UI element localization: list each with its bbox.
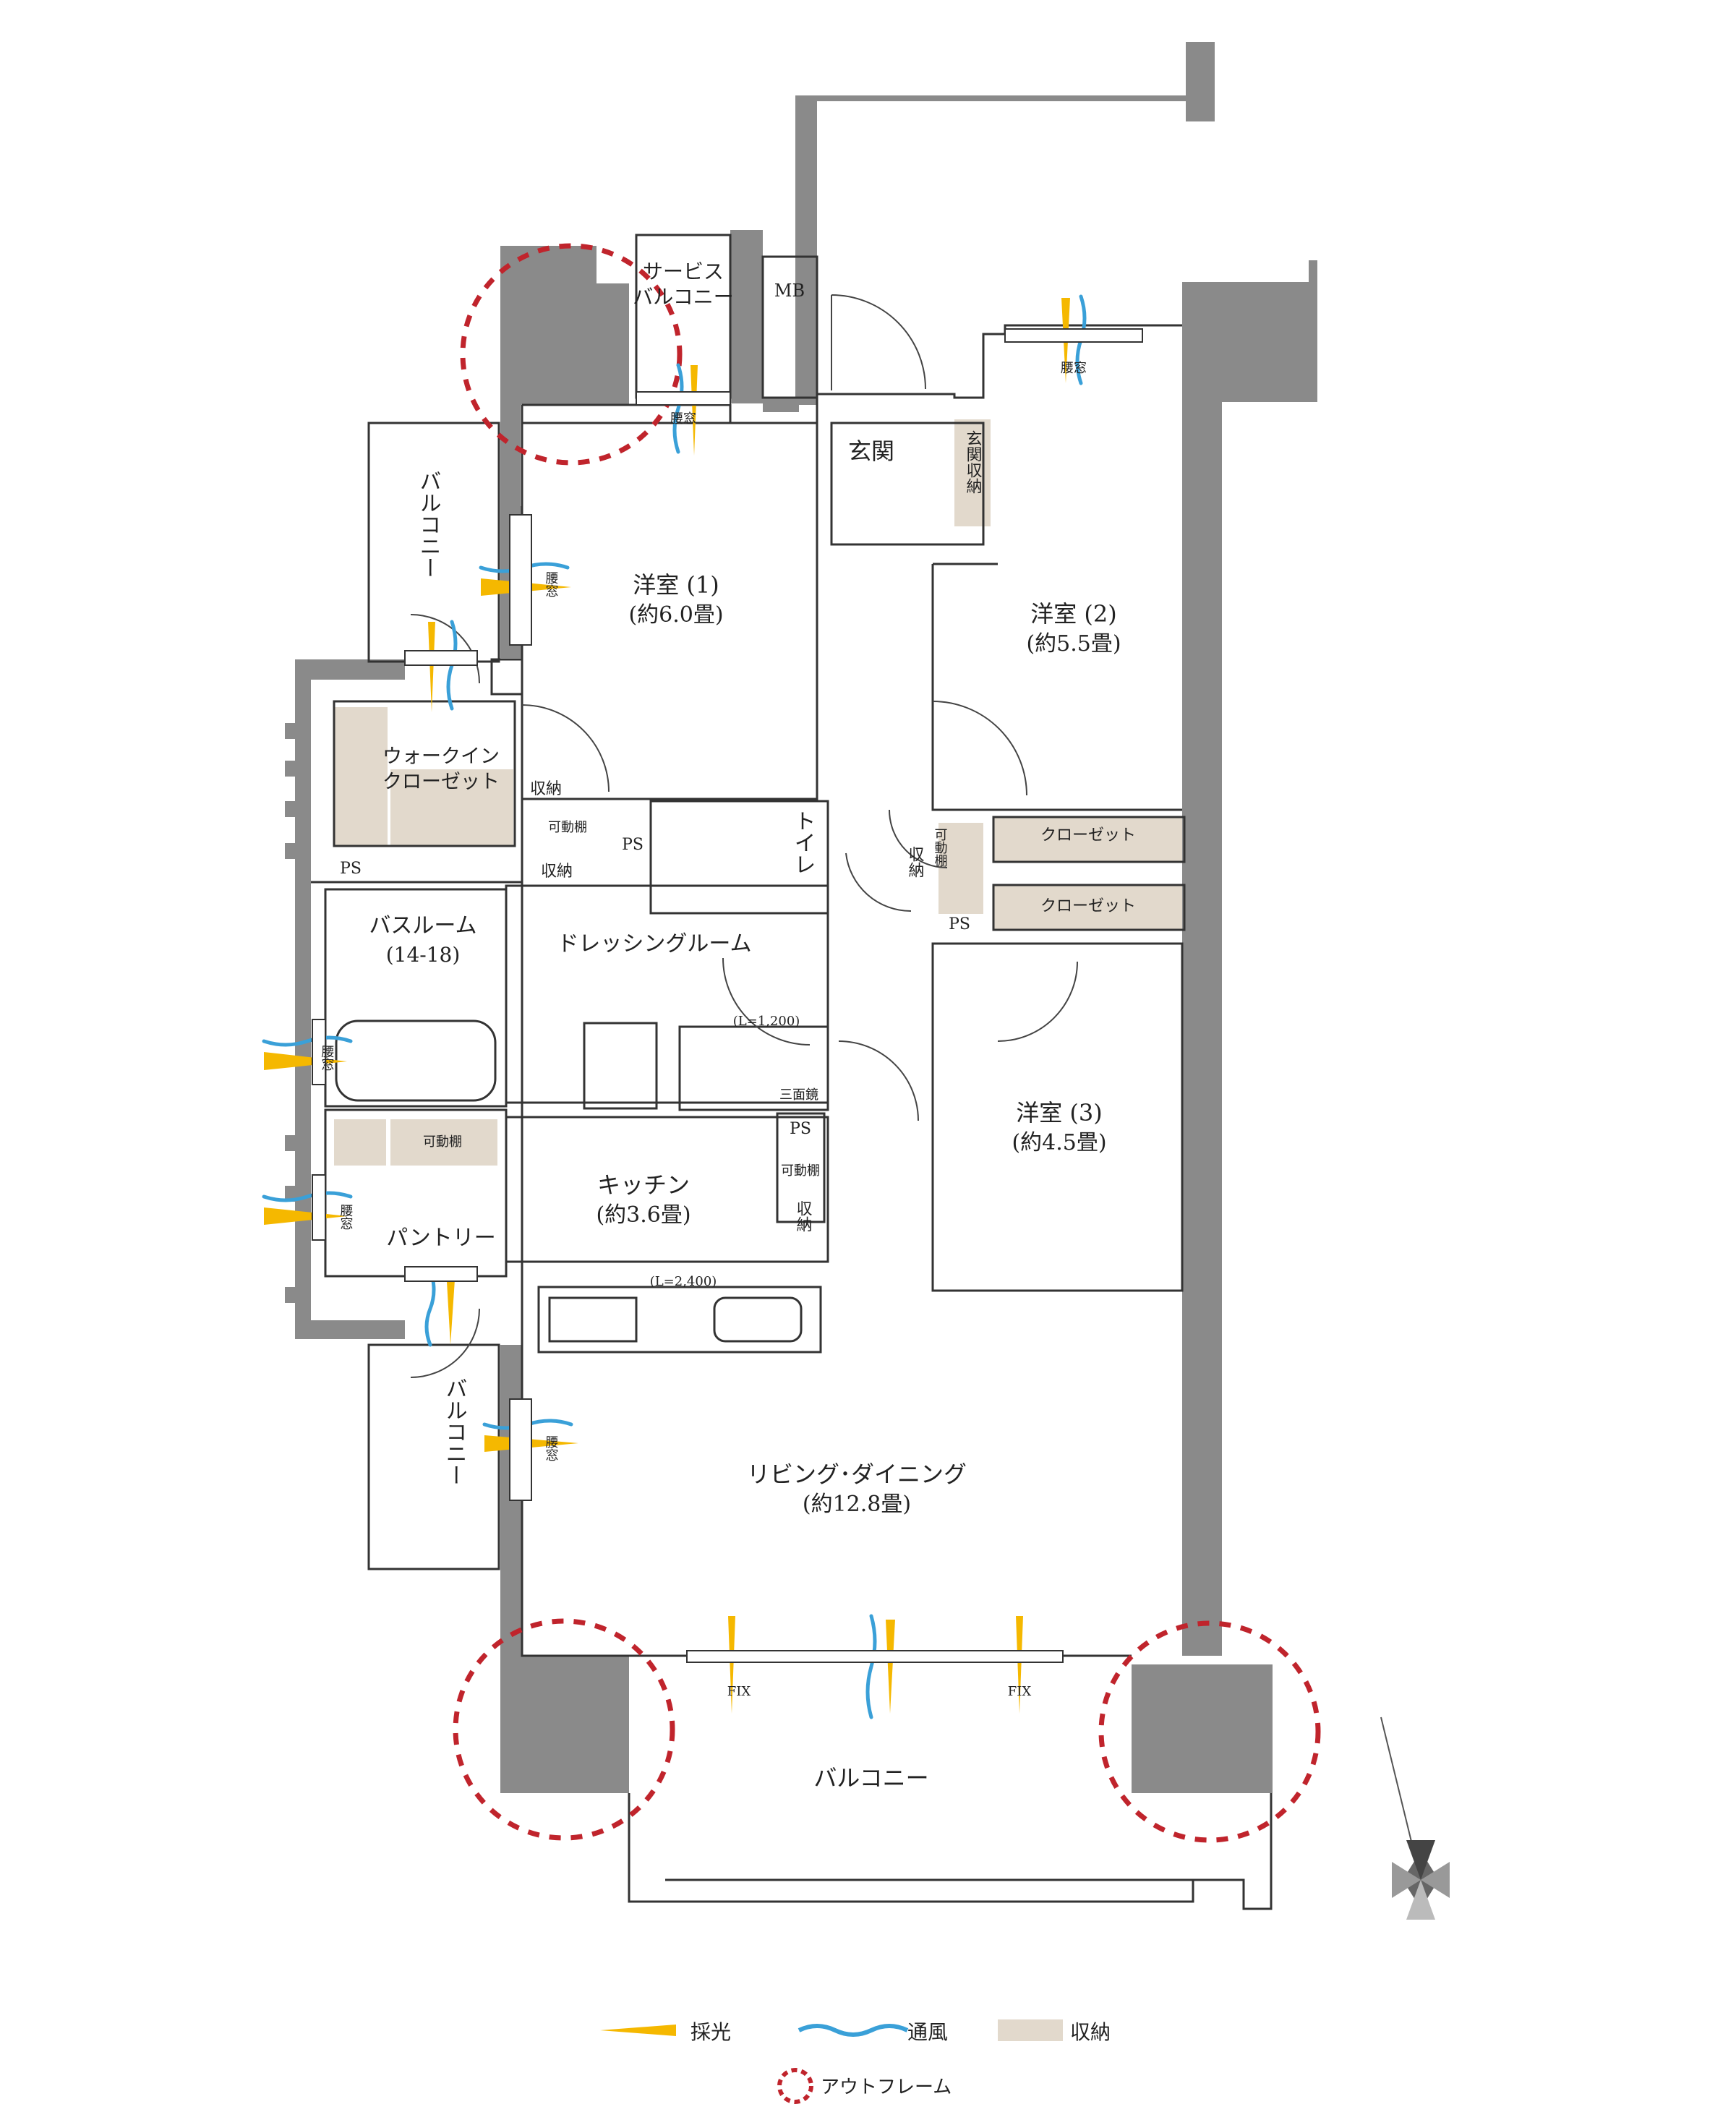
bedroom3-name: 洋室 (3): [1016, 1099, 1103, 1126]
waist-window-label-6: 腰窓: [544, 1435, 559, 1461]
storage-label-3: 収納: [794, 1200, 813, 1232]
movable-shelf-label-2: 可動棚: [933, 828, 948, 868]
toilet-label: トイレ: [790, 810, 816, 875]
legend-light-icon: [600, 2025, 676, 2036]
pantry-label: パントリー: [386, 1226, 496, 1251]
service-balcony-label-2: バルコニー: [633, 285, 733, 309]
storage-boxed-label: 収納: [541, 863, 573, 881]
genkan-label: 玄関: [848, 437, 894, 465]
legend-light-label: 採光: [690, 2020, 731, 2044]
genkan-storage-label: 玄関収納: [964, 430, 983, 494]
movable-shelf-label-1: 可動棚: [548, 820, 587, 835]
ps-label-2: PS: [622, 836, 643, 854]
living-name: リビング･ダイニング: [747, 1461, 967, 1488]
door-swings: [410, 294, 1078, 1378]
bath-label-1: バスルーム: [369, 913, 476, 939]
bedroom2-name: 洋室 (2): [1030, 600, 1117, 628]
legend-wind-icon: [798, 2024, 909, 2037]
bedroom1-size: (約6.0畳): [628, 602, 723, 628]
three-mirror-label: 三面鏡: [779, 1087, 818, 1103]
ps-label-4: PS: [790, 1120, 811, 1138]
fix-label-1: FIX: [727, 1684, 751, 1699]
waist-window-label-5: 腰窓: [338, 1204, 354, 1230]
kitchen-name: キッチン: [597, 1171, 690, 1199]
living-size: (約12.8畳): [803, 1492, 911, 1517]
fix-label-2: FIX: [1008, 1684, 1032, 1699]
walkin-label-1: ウォークイン: [382, 745, 500, 768]
mb-label: MB: [774, 281, 805, 301]
room-labels: サービス バルコニー MB 玄関 玄関収納 洋室 (1) (約6.0畳) 洋室 …: [320, 260, 1137, 1792]
light-icon: [264, 298, 1070, 1714]
legend-outframe-icon: [777, 2068, 813, 2104]
legend: 採光 通風 収納 アウトフレーム: [600, 2019, 1111, 2104]
ps-label-3: PS: [949, 915, 970, 933]
ps-label-1: PS: [340, 860, 362, 878]
interior-walls: [311, 234, 1273, 1910]
kitchen-length-label: (L=2,400): [650, 1274, 717, 1289]
outframe-markers: [453, 243, 1321, 1843]
compass-icon: [1380, 1716, 1450, 1920]
legend-outframe-label: アウトフレーム: [821, 2077, 952, 2098]
legend-storage-label: 収納: [1070, 2020, 1111, 2044]
waist-window-label-3: 腰窓: [544, 571, 559, 597]
waist-window-label-4: 腰窓: [320, 1045, 335, 1071]
closet-label-2: クローゼット: [1040, 897, 1136, 915]
bedroom3-size: (約4.5畳): [1012, 1130, 1106, 1155]
storage-fills: [334, 419, 1184, 1166]
kitchen-size: (約3.6畳): [596, 1202, 690, 1228]
bath-label-2: (14-18): [386, 943, 461, 967]
bedroom2-size: (約5.5畳): [1026, 631, 1121, 657]
movable-shelf-label-3: 可動棚: [781, 1163, 820, 1179]
balcony-south-label: バルコニー: [813, 1764, 928, 1792]
waist-window-label-2: 腰窓: [670, 411, 696, 427]
windows: [312, 328, 1143, 1663]
washstand-length-label: (L=1,200): [733, 1014, 800, 1029]
legend-wind-label: 通風: [907, 2020, 948, 2044]
movable-shelf-label-4: 可動棚: [423, 1134, 462, 1150]
storage-label-2: 収納: [906, 846, 925, 878]
balcony-left-lower-label: バルコニー: [442, 1377, 467, 1486]
bedroom1-name: 洋室 (1): [633, 571, 719, 599]
service-balcony-label-1: サービス: [643, 260, 724, 283]
dressing-label: ドレッシングルーム: [557, 931, 751, 957]
storage-label-1: 収納: [530, 780, 562, 798]
legend-storage-swatch: [998, 2019, 1063, 2041]
walkin-label-2: クローゼット: [382, 771, 500, 793]
closet-label-1: クローゼット: [1040, 826, 1136, 845]
waist-window-label-1: 腰窓: [1061, 361, 1087, 376]
balcony-left-upper-label: バルコニー: [416, 470, 441, 578]
